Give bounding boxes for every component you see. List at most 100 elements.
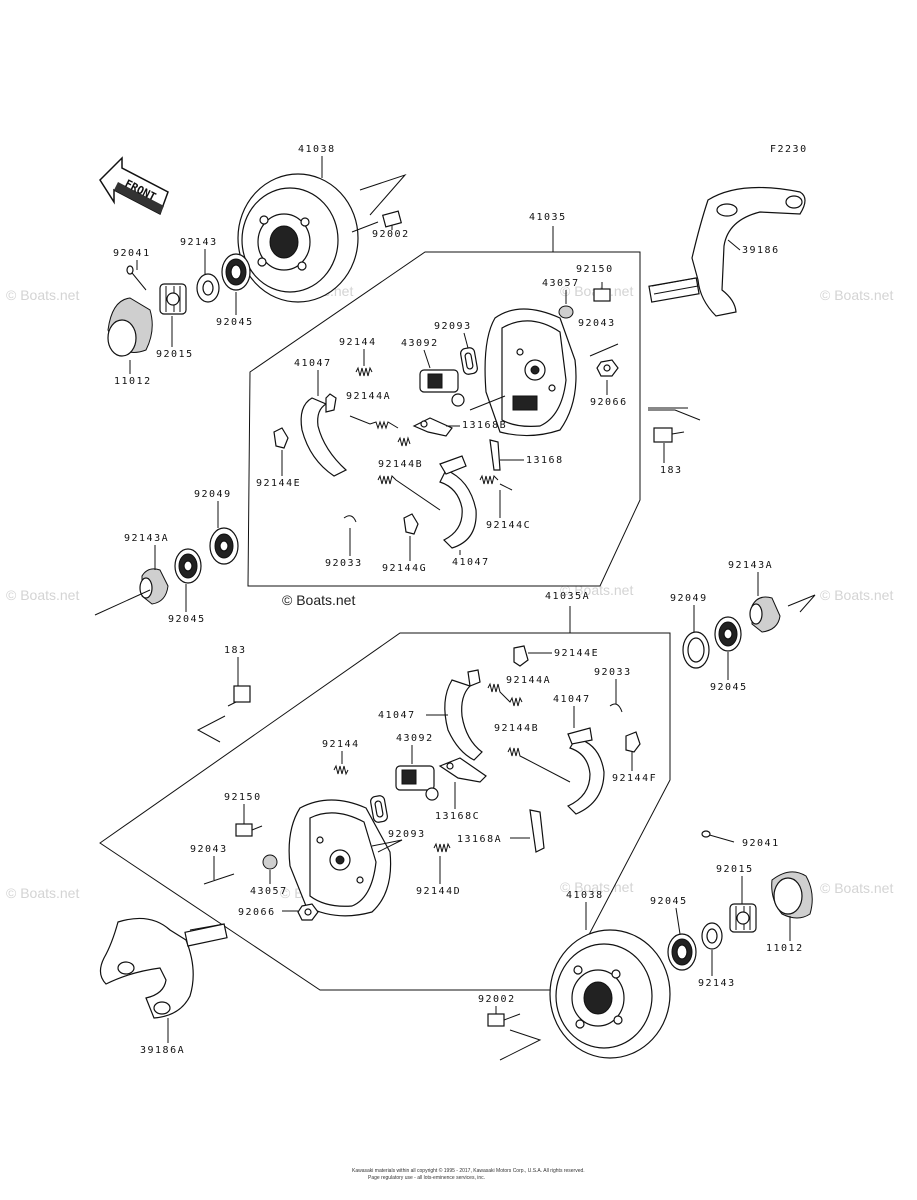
brake-drum-bottom — [549, 929, 671, 1059]
bearing-92045-right — [714, 616, 742, 652]
clip-92144G — [403, 513, 419, 535]
castle-nut-92015-bottom — [729, 903, 757, 933]
label-92015-bottom: 92015 — [716, 864, 754, 875]
spring-92144-top — [355, 366, 373, 377]
label-92043-top: 92043 — [578, 318, 616, 329]
label-183-bottom: 183 — [224, 645, 247, 656]
watermark-text: © Boats.net — [6, 287, 79, 303]
label-41047-top-a: 41047 — [294, 358, 332, 369]
label-92144F: 92144F — [612, 773, 657, 784]
spring-92144-bottom — [333, 764, 349, 776]
label-92144B-top: 92144B — [378, 459, 423, 470]
label-11012-top: 11012 — [114, 376, 152, 387]
bolt-183-bottom — [227, 685, 251, 707]
label-11012-bottom: 11012 — [766, 943, 804, 954]
watermark-text: © Boats.net — [6, 587, 79, 603]
label-43092-top: 43092 — [401, 338, 439, 349]
seal-92049-left — [209, 527, 239, 565]
bearing-92045-bottom — [667, 933, 697, 971]
collar-92143A-left — [139, 568, 169, 605]
clip-92033-bottom — [609, 703, 623, 713]
bolt-92002-top — [351, 210, 403, 233]
label-41047-bottom-b: 41047 — [553, 694, 591, 705]
watermark-text: © Boats.net — [820, 880, 893, 896]
label-92002-top: 92002 — [372, 229, 410, 240]
spring-92144B-bottom — [507, 746, 571, 783]
brake-drum-top — [237, 173, 359, 303]
label-41035A: 41035A — [545, 591, 590, 602]
label-92143-top: 92143 — [180, 237, 218, 248]
lever-13168A — [529, 809, 545, 853]
adjuster-13168B — [412, 417, 453, 437]
label-92143A-right: 92143A — [728, 560, 773, 571]
label-41038-bottom: 41038 — [566, 890, 604, 901]
bearing-92045-left — [174, 548, 202, 584]
bolt-92150-bottom — [235, 823, 263, 837]
cotter-pin-92041-top — [126, 265, 147, 291]
label-92150-top: 92150 — [576, 264, 614, 275]
label-92066-bottom: 92066 — [238, 907, 276, 918]
label-92049-left: 92049 — [194, 489, 232, 500]
label-92043-bottom: 92043 — [190, 844, 228, 855]
knuckle-39186 — [648, 186, 806, 317]
bolt-183-top — [653, 427, 685, 443]
watermark-text: © Boats.net — [560, 879, 633, 895]
bolt-92002-bottom — [487, 1013, 521, 1027]
label-92045-left: 92045 — [168, 614, 206, 625]
label-13168B: 13168B — [462, 420, 507, 431]
label-13168C: 13168C — [435, 811, 480, 822]
clip-92144E-top — [273, 427, 289, 449]
washer-92143-top — [196, 273, 220, 303]
bolt-92043-bottom — [203, 873, 235, 885]
assembly-outline-41035A — [99, 632, 671, 991]
cap-11012-top — [107, 297, 153, 357]
label-92093-bottom: 92093 — [388, 829, 426, 840]
label-92041-bottom: 92041 — [742, 838, 780, 849]
brake-shoe-41047-bottom-b — [566, 727, 605, 815]
brake-shoe-41047-top-b — [439, 455, 477, 549]
bolt-92043-top — [589, 343, 619, 357]
label-92045-top: 92045 — [216, 317, 254, 328]
nut-92066-top — [596, 359, 619, 377]
wheel-cylinder-43092-top — [419, 369, 465, 407]
clip-92144F — [625, 731, 641, 753]
label-92041-top: 92041 — [113, 248, 151, 259]
watermark-inline: © Boats.net — [282, 592, 355, 608]
collar-92143A-right — [749, 596, 781, 633]
label-41047-top-b: 41047 — [452, 557, 490, 568]
watermark-text: © Boats.net — [6, 885, 79, 901]
label-43057-top: 43057 — [542, 278, 580, 289]
label-39186A: 39186A — [140, 1045, 185, 1056]
copyright-line-2: Page regulatory use - all lots-eminence … — [368, 1175, 485, 1181]
clip-92033-top — [343, 515, 357, 523]
backing-plate-bottom — [288, 799, 392, 917]
spring-92144D — [433, 842, 451, 853]
label-92144-top: 92144 — [339, 337, 377, 348]
label-41038-top: 41038 — [298, 144, 336, 155]
label-183-top: 183 — [660, 465, 683, 476]
adjuster-13168C — [438, 757, 487, 783]
label-92144E-bottom: 92144E — [554, 648, 599, 659]
label-41035: 41035 — [529, 212, 567, 223]
bearing-92045-top — [221, 253, 251, 291]
label-41047-bottom-a: 41047 — [378, 710, 416, 721]
cotter-pin-92041-bottom — [701, 830, 735, 843]
label-92015-top: 92015 — [156, 349, 194, 360]
label-13168: 13168 — [526, 455, 564, 466]
brake-shoe-41047-top-a — [300, 393, 348, 477]
label-43057-bottom: 43057 — [250, 886, 288, 897]
label-92143-bottom: 92143 — [698, 978, 736, 989]
wheel-cylinder-43092-bottom — [395, 765, 439, 801]
label-92002-bottom: 92002 — [478, 994, 516, 1005]
label-92150-bottom: 92150 — [224, 792, 262, 803]
label-92144A-top: 92144A — [346, 391, 391, 402]
seal-92049-right — [682, 631, 710, 669]
callout-labels: 41038 92002 92041 92143 92015 11012 9204… — [113, 144, 804, 1056]
backing-plate-top — [484, 308, 577, 437]
label-13168A: 13168A — [457, 834, 502, 845]
clip-92144E-bottom — [513, 645, 529, 667]
washer-92143-bottom — [701, 922, 723, 950]
label-92144G: 92144G — [382, 563, 427, 574]
